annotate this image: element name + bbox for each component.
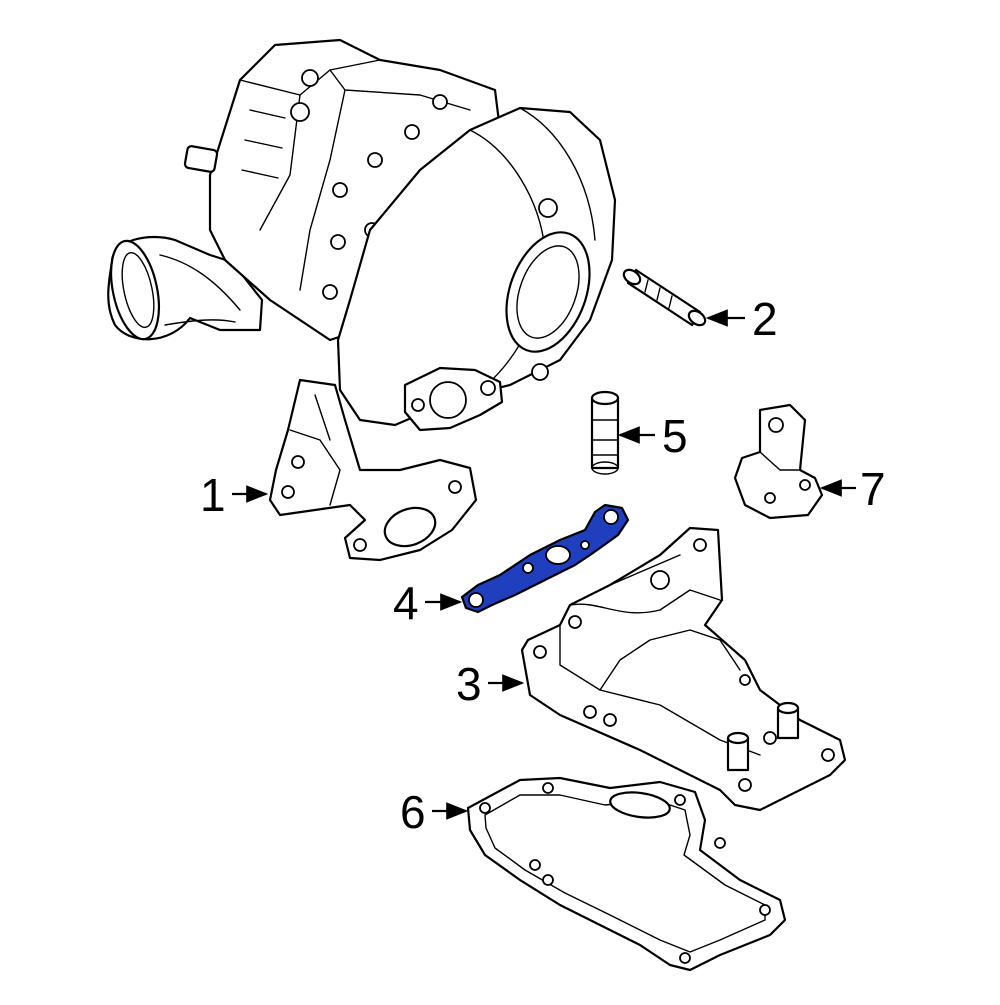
- part-5-dowel[interactable]: [590, 390, 620, 475]
- callout-6-label: 6: [400, 786, 426, 838]
- callout-3-label: 3: [456, 658, 482, 710]
- callout-4-label: 4: [393, 577, 419, 629]
- callout-2-label: 2: [752, 293, 778, 345]
- part-2-stud[interactable]: [621, 267, 708, 328]
- part-3-housing[interactable]: [520, 526, 847, 812]
- callout-5-label: 5: [662, 410, 688, 462]
- part-1-turbocharger[interactable]: [103, 38, 617, 562]
- leader-lines: [232, 309, 856, 820]
- callout-7-label: 7: [860, 463, 886, 515]
- callout-1-label: 1: [200, 469, 226, 521]
- part-4-gasket-highlighted[interactable]: [460, 503, 630, 614]
- part-7-bracket[interactable]: [733, 403, 824, 520]
- part-6-gasket[interactable]: [466, 776, 787, 972]
